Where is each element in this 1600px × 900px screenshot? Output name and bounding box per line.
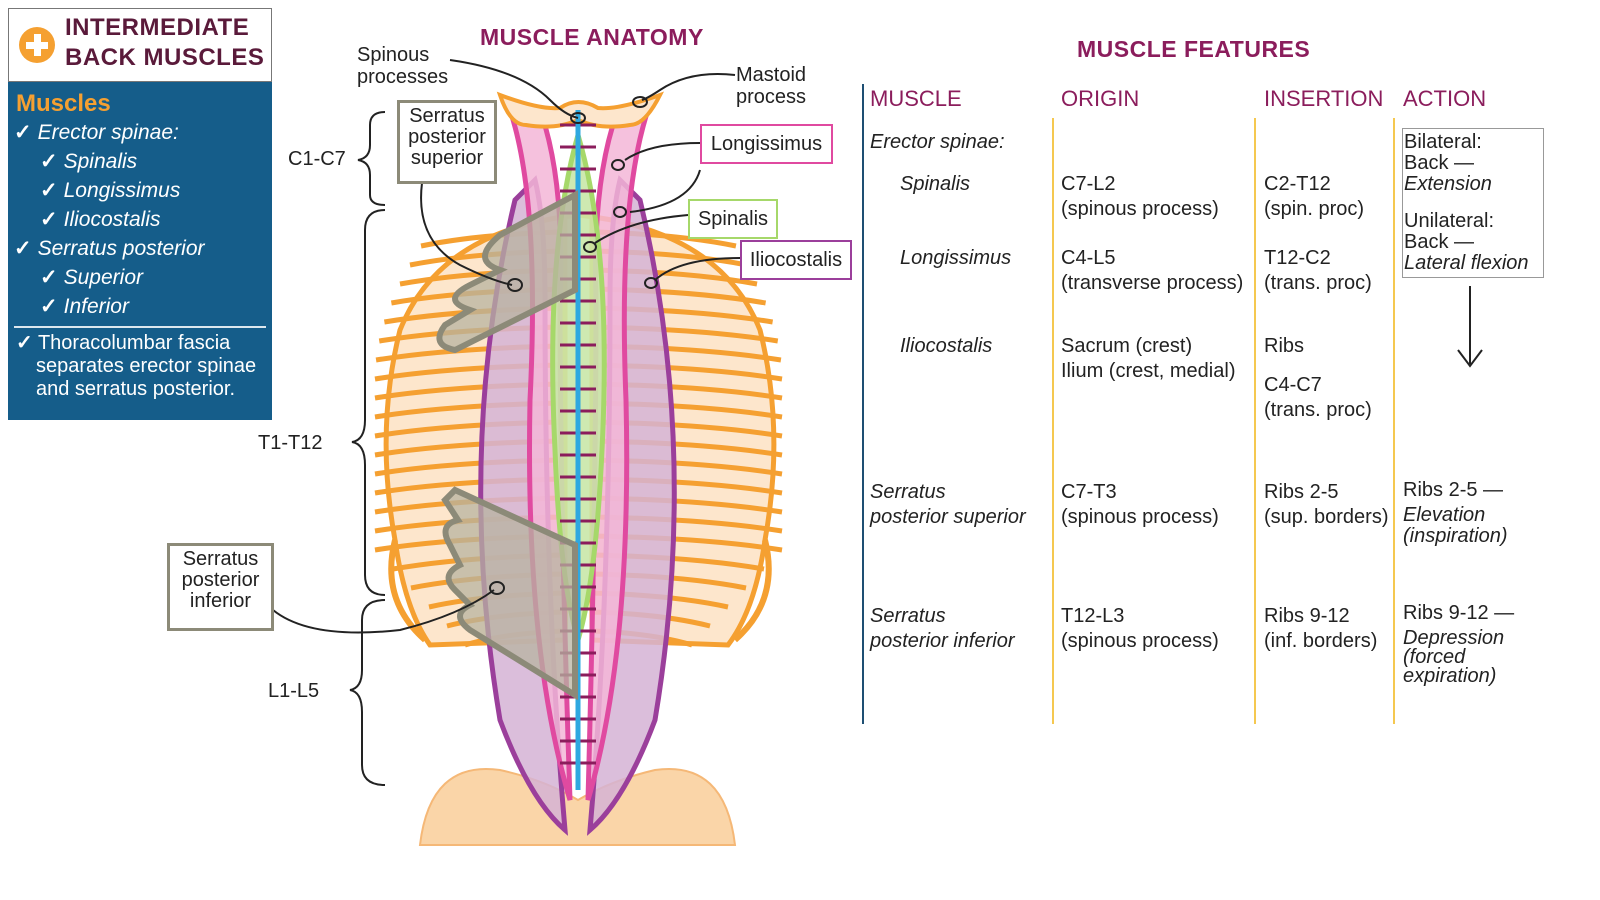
erector-action: Bilateral: Back — Extension Unilateral: … [1404,131,1529,274]
erector-spinae-label: Erector spinae: [870,131,1005,153]
column-header-muscle: MUSCLE [870,86,962,111]
row-longissimus-origin: C4-L5(transverse process) [1061,247,1244,294]
pelvis [418,767,737,846]
features-heading: MUSCLE FEATURES [1077,36,1311,62]
checklist-item: ✓Inferior [40,295,129,318]
column-divider [1393,118,1395,724]
row-longissimus-insertion: T12-C2(trans. proc) [1264,247,1372,294]
bracket-l [349,599,386,786]
label-spinalis: Spinalis [688,199,778,239]
bracket-c [357,111,386,206]
column-header-action: ACTION [1403,86,1487,111]
back-muscle-diagram [272,59,783,846]
check-icon: ✓ [14,237,32,260]
label-longissimus: Longissimus [700,124,833,164]
row-spi-origin: T12-L3(spinous process) [1061,605,1219,652]
label-iliocostalis: Iliocostalis [740,240,852,280]
check-icon: ✓ [40,295,58,318]
column-divider [1254,118,1256,724]
row-spi-insertion: Ribs 9-12(inf. borders) [1264,605,1378,652]
region-thoracic: T1-T12 [258,432,323,454]
row-sps-action: Ribs 2-5 —Elevation(inspiration) [1403,479,1508,547]
row-spinalis-muscle: Spinalis [900,173,971,195]
serratus-posterior-inferior [441,486,578,701]
plus-icon [19,27,55,63]
check-icon: ✓ [40,150,58,173]
row-iliocostalis-muscle: Iliocostalis [900,335,993,357]
row-longissimus-muscle: Longissimus [900,247,1012,269]
erector-action-box [1402,128,1544,278]
serratus-posterior-superior [436,190,578,354]
arrow-down-icon [1457,286,1483,368]
checklist-item: ✓Longissimus [40,179,181,202]
table-left-rule [862,84,864,724]
title-card: INTERMEDIATE BACK MUSCLES [8,8,272,82]
leader-lines [272,59,741,634]
checklist-item: ✓Superior [40,266,143,289]
check-icon: ✓ [14,121,32,144]
row-spinalis-origin: C7-L2(spinous process) [1061,173,1219,220]
check-icon: ✓ [40,266,58,289]
checklist-heading: Muscles [16,90,111,117]
column-header-origin: ORIGIN [1061,86,1140,111]
checklist-item: ✓Erector spinae: [14,121,179,144]
label-serratus-posterior-superior: Serratus posterior superior [397,100,497,184]
checklist-item: ✓Spinalis [40,150,138,173]
row-spinalis-insertion: C2-T12(spin. proc) [1264,173,1365,220]
checklist-item: ✓Iliocostalis [40,208,161,231]
check-icon: ✓ [40,208,58,231]
column-divider [1052,118,1054,724]
anatomy-heading: MUSCLE ANATOMY [480,24,704,50]
label-mastoid-process: Mastoid process [736,64,807,108]
label-serratus-posterior-inferior: Serratus posterior inferior [167,543,274,631]
region-cervical: C1-C7 [288,148,346,170]
bracket-t [351,209,386,596]
label-spinous-processes: Spinous processes [357,44,449,88]
checklist-item: ✓Serratus posterior [14,237,205,260]
fascia-note: ✓ Thoracolumbar fascia separates erector… [16,332,257,400]
column-header-insertion: INSERTION [1264,86,1384,111]
muscle-checklist: Muscles ✓Erector spinae: ✓Spinalis ✓Long… [8,82,272,420]
check-icon: ✓ [40,179,58,202]
row-sps-insertion: Ribs 2-5(sup. borders) [1264,481,1389,528]
check-icon: ✓ [16,332,33,354]
region-lumbar: L1-L5 [268,680,320,702]
row-iliocostalis-origin: Sacrum (crest)Ilium (crest, medial) [1061,335,1236,382]
title: INTERMEDIATE BACK MUSCLES [65,14,265,71]
divider [14,326,266,328]
row-sps-origin: C7-T3(spinous process) [1061,481,1219,528]
